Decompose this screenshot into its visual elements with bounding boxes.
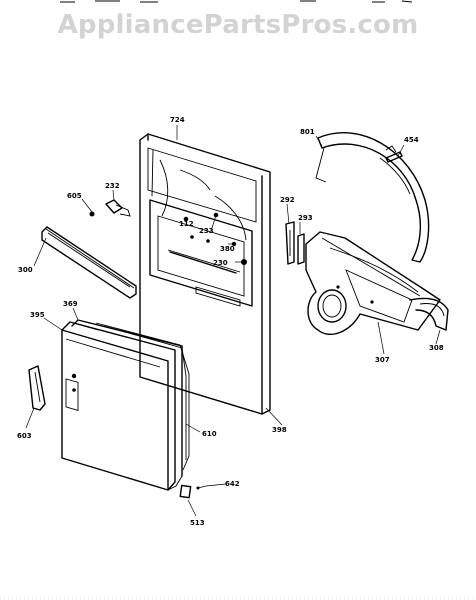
label-398: 398 [272,426,287,434]
label-233: 233 [199,227,214,235]
label-605: 605 [67,192,82,200]
watermark-logo: AppliancePartsPros.com [57,10,419,40]
label-513: 513 [190,519,205,527]
top-edge-fragments [60,0,413,3]
label-395: 395 [30,311,45,319]
label-307: 307 [375,356,390,364]
label-801: 801 [300,128,315,136]
label-454: 454 [404,136,419,144]
leader-lines [25,125,441,517]
label-300: 300 [18,266,33,274]
front-panel [139,133,271,415]
door-handle [28,365,46,411]
label-232: 232 [105,182,120,190]
arc-bracket [315,132,430,263]
duct-hose [409,297,449,331]
label-369: 369 [63,300,78,308]
label-724: 724 [170,116,185,124]
label-112: 112 [179,220,194,228]
small-bracket-454 [385,151,403,163]
front-bulkhead [305,231,441,335]
label-292: 292 [280,196,295,204]
label-380: 380 [220,245,235,253]
part-labels: 724 801 454 232 605 112 233 380 230 292 … [17,116,444,527]
switch-parts [89,199,131,217]
label-308: 308 [429,344,444,352]
door-assembly [61,319,190,491]
label-230: 230 [213,259,228,267]
label-642: 642 [225,480,240,488]
label-603: 603 [17,432,32,440]
label-610: 610 [202,430,217,438]
hinge-brackets [285,221,305,265]
label-293: 293 [298,214,313,222]
toe-bar [41,226,137,299]
door-catch [179,484,207,499]
